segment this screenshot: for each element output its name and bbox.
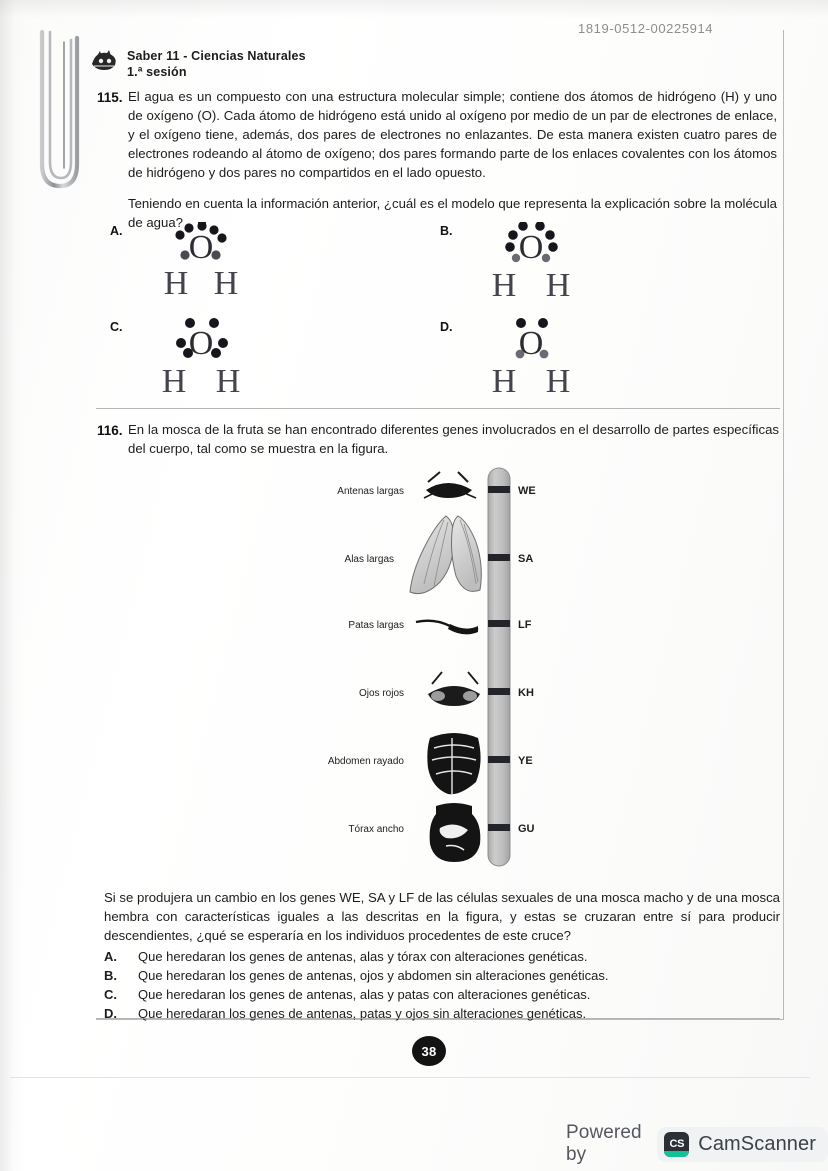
fly-thorax-icon — [429, 803, 481, 862]
document-title: Saber 11 - Ciencias Naturales — [127, 49, 306, 63]
question-divider — [96, 408, 780, 409]
svg-text:H: H — [162, 363, 187, 398]
question-116: 116. En la mosca de la fruta se han enco… — [97, 421, 779, 459]
svg-text:GU: GU — [518, 823, 535, 835]
svg-text:SA: SA — [518, 553, 533, 565]
scan-area-bottom-rule — [10, 1077, 810, 1078]
svg-text:Ojos rojos: Ojos rojos — [359, 688, 404, 699]
camscanner-logo-icon: CS — [664, 1131, 690, 1157]
option-d-115[interactable]: D. O H H — [440, 318, 596, 398]
answer-d-letter: D. — [104, 1005, 117, 1021]
answer-option-d[interactable]: D. Que heredaran los genes de antenas, p… — [104, 1005, 780, 1024]
option-c-115[interactable]: C. O H H — [110, 318, 266, 398]
svg-text:H: H — [216, 363, 241, 398]
question-115-paragraph-1: El agua es un compuesto con una estructu… — [128, 89, 777, 180]
scan-reference-code: 1819-0512-00225914 — [578, 22, 714, 34]
svg-text:Alas largas: Alas largas — [345, 554, 394, 565]
frame-border-right — [783, 30, 784, 1020]
camscanner-brand: CS CamScanner — [657, 1126, 828, 1162]
svg-text:H: H — [214, 265, 239, 302]
answer-option-c[interactable]: C. Que heredaran los genes de antenas, a… — [104, 986, 780, 1005]
camscanner-logo-letters: CS — [669, 1138, 685, 1150]
svg-text:H: H — [546, 363, 571, 398]
svg-text:YE: YE — [518, 755, 533, 767]
answer-c-letter: C. — [104, 986, 117, 1002]
option-d-lewis-structure-icon: O H H — [466, 318, 596, 398]
fly-wings-icon — [409, 515, 482, 595]
document-header: Saber 11 - Ciencias Naturales 1.ª sesión — [90, 48, 306, 80]
question-115-number: 115. — [97, 90, 123, 105]
option-b-letter: B. — [440, 224, 453, 238]
svg-text:H: H — [164, 265, 189, 302]
fly-gene-map-figure: WE SA LF KH YE GU Antenas largas Alas la… — [328, 462, 548, 872]
svg-text:Patas largas: Patas largas — [348, 620, 404, 631]
option-b-115[interactable]: B. O H H — [440, 222, 596, 302]
option-a-115[interactable]: A. O H H — [110, 222, 266, 302]
answer-d-text: Que heredaran los genes de antenas, pata… — [138, 1005, 587, 1021]
option-a-letter: A. — [110, 224, 123, 238]
answer-a-text: Que heredaran los genes de antenas, alas… — [138, 949, 588, 964]
option-d-letter: D. — [440, 320, 453, 334]
option-b-lewis-structure-icon: O H H — [466, 222, 596, 302]
svg-text:H: H — [546, 267, 571, 302]
fly-abdomen-icon — [427, 733, 481, 795]
question-116-answers: A. Que heredaran los genes de antenas, a… — [104, 948, 780, 1024]
fly-antennae-icon — [423, 471, 477, 499]
page-content-frame — [76, 30, 784, 1020]
saber-emblem-icon — [90, 49, 118, 73]
svg-text:O: O — [189, 325, 214, 362]
camscanner-footer: Powered by CS CamScanner — [566, 1122, 828, 1166]
document-session: 1.ª sesión — [127, 65, 187, 79]
svg-text:KH: KH — [518, 687, 534, 699]
frame-border-bottom — [96, 1019, 784, 1020]
svg-text:O: O — [519, 229, 544, 266]
chromosome-bar-icon — [487, 467, 511, 867]
answer-a-letter: A. — [104, 949, 117, 964]
option-c-letter: C. — [110, 320, 123, 334]
svg-text:WE: WE — [518, 485, 536, 497]
option-c-lewis-structure-icon: O H H — [136, 318, 266, 398]
svg-text:H: H — [492, 363, 517, 398]
svg-text:Abdomen rayado: Abdomen rayado — [328, 756, 404, 767]
camscanner-brand-name: CamScanner — [698, 1132, 816, 1155]
question-115: 115. El agua es un compuesto con una est… — [97, 88, 777, 233]
answer-c-text: Que heredaran los genes de antenas, alas… — [138, 986, 591, 1002]
option-a-lewis-structure-icon: O H H — [136, 222, 266, 302]
page-number-badge: 38 — [412, 1036, 446, 1066]
question-116-stem: Si se produjera un cambio en los genes W… — [104, 890, 780, 943]
svg-text:H: H — [492, 267, 517, 302]
svg-text:Antenas largas: Antenas largas — [337, 486, 404, 497]
svg-text:O: O — [189, 229, 214, 266]
question-115-paragraph-2: Teniendo en cuenta la información anteri… — [128, 196, 777, 231]
question-116-paragraph-1: En la mosca de la fruta se han encontrad… — [128, 422, 779, 456]
answer-option-b[interactable]: B. Que heredaran los genes de antenas, o… — [104, 967, 780, 986]
answer-option-a[interactable]: A. Que heredaran los genes de antenas, a… — [104, 948, 780, 967]
fly-eyes-icon — [428, 671, 480, 706]
answer-b-text: Que heredaran los genes de antenas, ojos… — [138, 967, 609, 983]
page-bottom-divider — [96, 1018, 780, 1019]
question-116-number: 116. — [97, 423, 123, 438]
svg-text:Tórax ancho: Tórax ancho — [348, 824, 404, 835]
powered-by-label: Powered by — [566, 1122, 642, 1165]
svg-text:LF: LF — [518, 619, 532, 631]
fly-legs-icon — [415, 619, 479, 635]
question-115-options: A. O H H B. O — [110, 222, 790, 398]
answer-b-letter: B. — [104, 967, 117, 983]
